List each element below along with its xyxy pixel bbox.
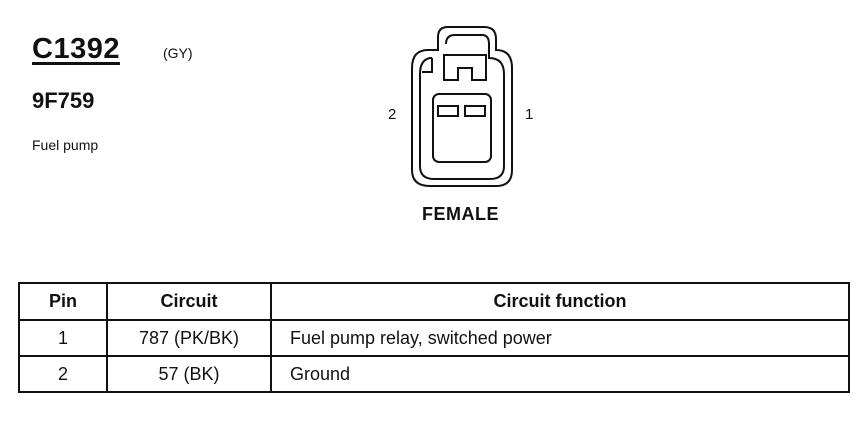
connector-housing-outer	[411, 26, 513, 187]
header-circuit-function: Circuit function	[270, 282, 850, 321]
header-pin: Pin	[18, 282, 108, 321]
table-row: 1 787 (PK/BK) Fuel pump relay, switched …	[18, 319, 850, 357]
cell-pin: 1	[18, 319, 108, 357]
connector-lock-latch	[443, 54, 487, 81]
cell-circuit-function: Ground	[270, 355, 850, 393]
pin-label-1: 1	[525, 106, 534, 123]
cell-circuit: 57 (BK)	[106, 355, 272, 393]
pin-label-2: 2	[388, 106, 397, 123]
terminal-2	[437, 105, 459, 117]
cell-circuit-function: Fuel pump relay, switched power	[270, 319, 850, 357]
cell-circuit: 787 (PK/BK)	[106, 319, 272, 357]
header-circuit: Circuit	[106, 282, 272, 321]
cell-pin: 2	[18, 355, 108, 393]
pin-table: Pin Circuit Circuit function 1 787 (PK/B…	[18, 282, 850, 393]
terminal-1	[464, 105, 486, 117]
part-number: 9F759	[32, 88, 95, 113]
connector-gender-label: FEMALE	[422, 204, 499, 224]
connector-color-code: (GY)	[163, 45, 193, 61]
pin-cavity-block	[432, 93, 492, 163]
table-header-row: Pin Circuit Circuit function	[18, 282, 850, 321]
connector-description: Fuel pump	[32, 137, 99, 153]
table-row: 2 57 (BK) Ground	[18, 355, 850, 393]
connector-housing-inner	[419, 34, 505, 180]
connector-face-diagram	[411, 26, 513, 187]
connector-id: C1392	[32, 33, 120, 65]
